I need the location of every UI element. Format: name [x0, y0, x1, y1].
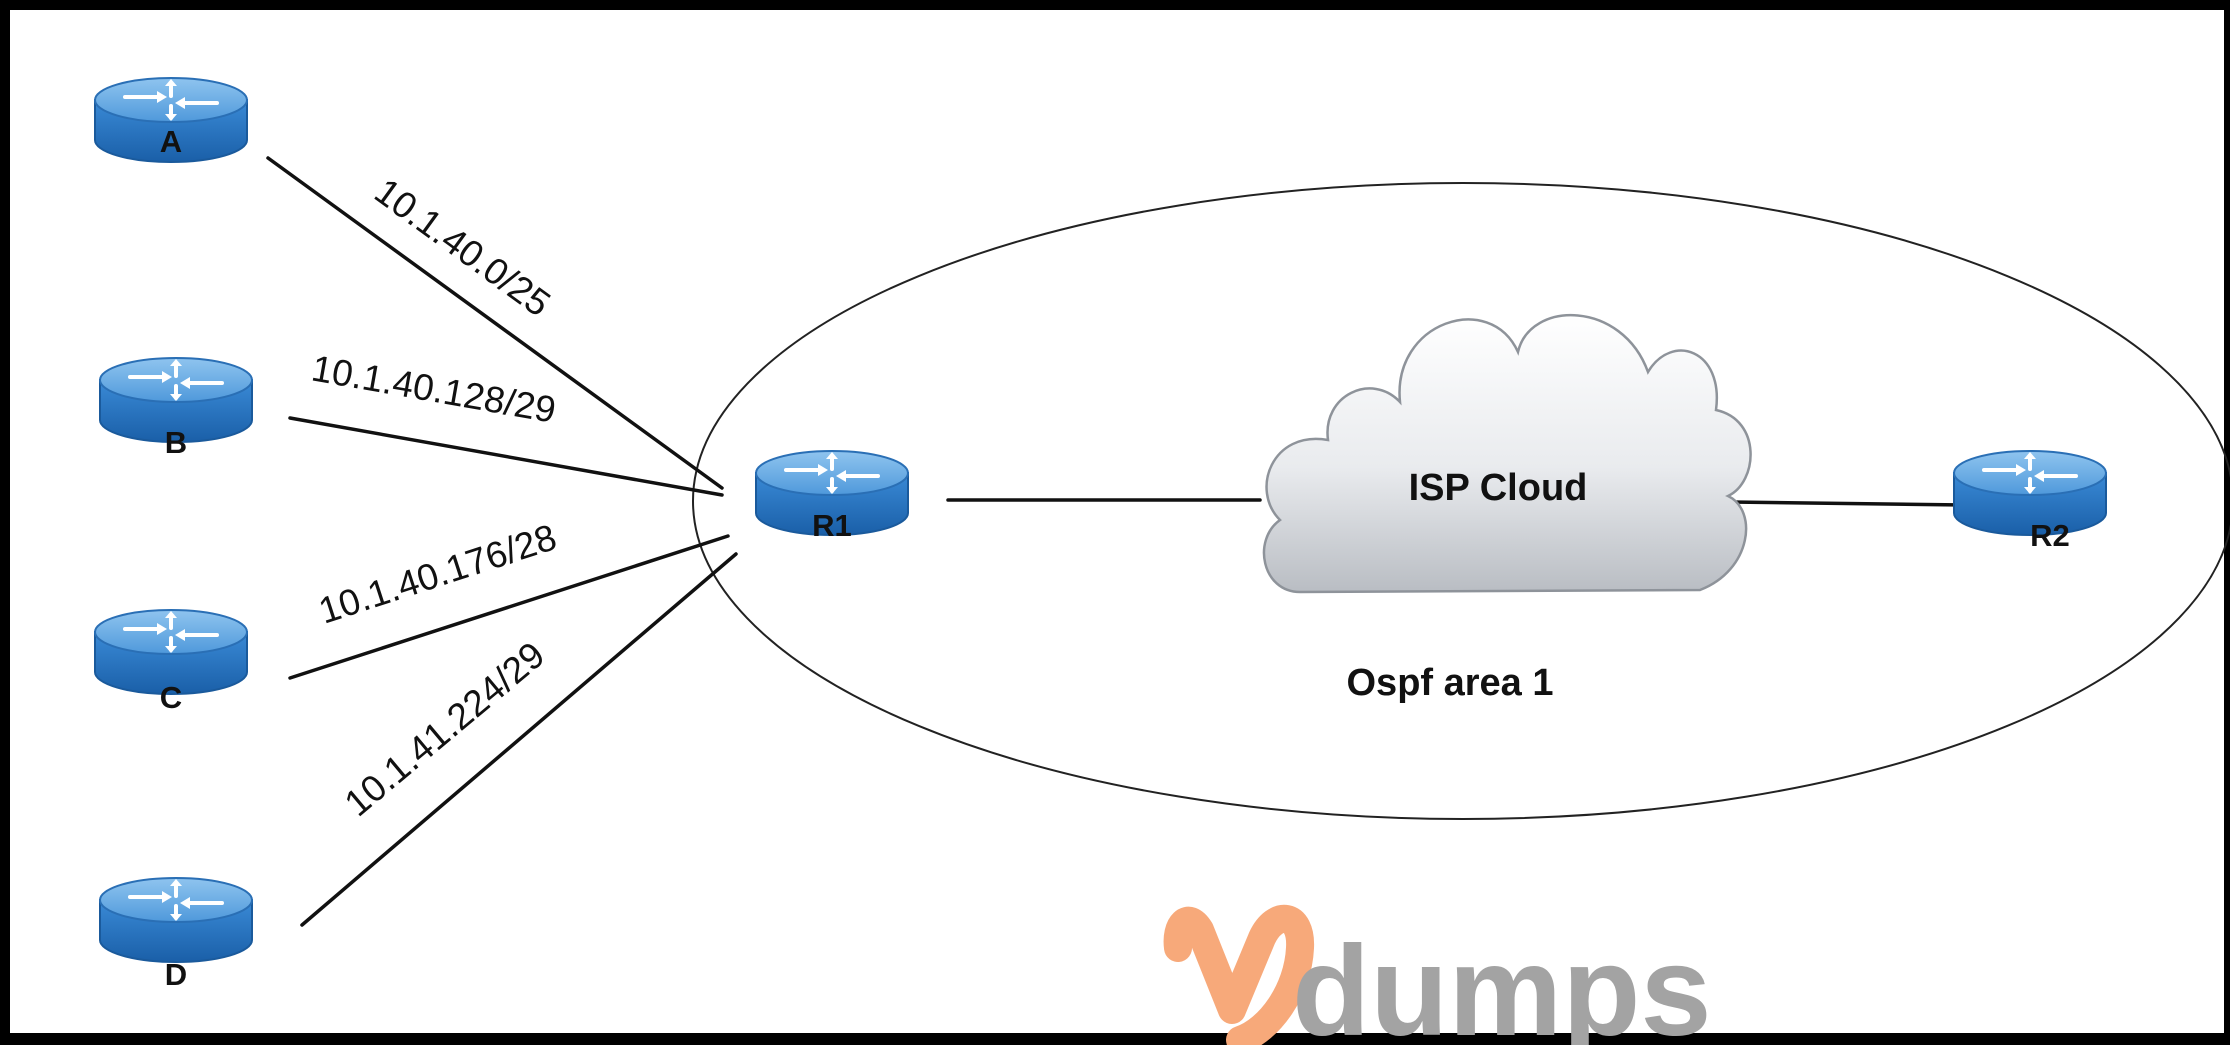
subnet-label-d: 10.1.41.224/29: [337, 634, 552, 824]
subnet-label-c: 10.1.40.176/28: [314, 516, 561, 631]
router-label-b: B: [165, 425, 187, 460]
router-d: [98, 876, 254, 964]
watermark-text: dumps: [1292, 920, 1712, 1045]
router-label-d: D: [165, 957, 187, 992]
vdumps-mark-icon: [1163, 905, 1315, 1045]
link-b-r1: [288, 416, 724, 497]
area-label: Ospf area 1: [1347, 662, 1554, 704]
router-label-a: A: [160, 124, 182, 159]
vdumps-watermark: dumps: [1163, 905, 1712, 1045]
router-label-c: C: [160, 680, 182, 715]
router-label-r1: R1: [812, 508, 852, 543]
link-a-r1: [266, 156, 724, 490]
subnet-label-b: 10.1.40.128/29: [309, 348, 559, 431]
router-label-r2: R2: [2030, 518, 2070, 553]
cloud-label: ISP Cloud: [1409, 467, 1588, 509]
isp-cloud: [1262, 313, 1752, 594]
link-d-r1: [300, 552, 738, 927]
link-c-r1: [288, 534, 730, 680]
ospf-area-boundary: [692, 182, 2230, 820]
link-cloud-r2: [1728, 500, 1967, 507]
